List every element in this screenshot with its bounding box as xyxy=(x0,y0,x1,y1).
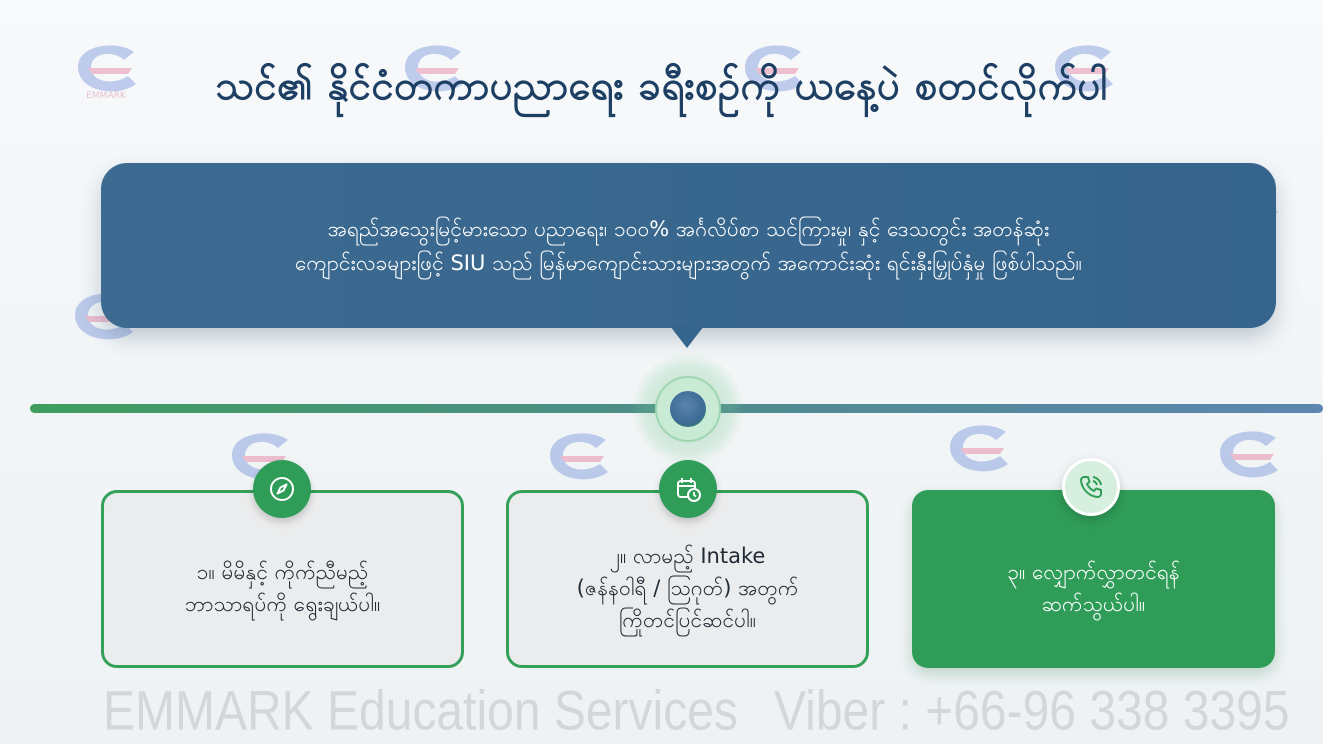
phone-icon xyxy=(1062,458,1120,516)
step-2-line-3: ကြိုတင်ပြင်ဆင်ပါ။ xyxy=(618,608,757,632)
emmark-watermark-logo xyxy=(1200,418,1296,488)
watermark-company-name: EMMARK Education Services xyxy=(103,681,738,743)
step-3-line-1: ၃။ လျှောက်လွှာတင်ရန် xyxy=(1007,560,1180,584)
calendar-clock-icon xyxy=(659,460,717,518)
emmark-watermark-logo xyxy=(530,420,626,490)
step-2-line-2: (ဇန်နဝါရီ / ဩဂုတ်) အတွက် xyxy=(576,576,799,600)
banner-line-1: အရည်အသွေးမြင့်မားသော ပညာရေး၊ ၁၀၀% အင်္ဂလ… xyxy=(327,216,1050,241)
emmark-watermark-logo xyxy=(930,412,1026,482)
banner-line-2: ကျောင်းလခများဖြင့် SIU သည် မြန်မာကျောင်း… xyxy=(294,250,1083,275)
emmark-watermark-logo: EMMARK xyxy=(58,32,154,102)
emmark-watermark-logo xyxy=(385,32,481,102)
step-1-line-2: ဘာသာရပ်ကို ရွေးချယ်ပါ။ xyxy=(184,592,381,616)
step-card-3: ၃။ လျှောက်လွှာတင်ရန် ဆက်သွယ်ပါ။ xyxy=(912,490,1275,668)
step-card-2: ၂။ လာမည့် Intake (ဇန်နဝါရီ / ဩဂုတ်) အတွက… xyxy=(506,490,869,668)
banner-pointer xyxy=(670,326,704,348)
step-3-line-2: ဆက်သွယ်ပါ။ xyxy=(1041,592,1146,616)
intro-banner: အရည်အသွေးမြင့်မားသော ပညာရေး၊ ၁၀၀% အင်္ဂလ… xyxy=(101,163,1276,328)
emmark-watermark-logo xyxy=(1035,32,1131,102)
compass-icon xyxy=(253,460,311,518)
emmark-watermark-logo xyxy=(725,32,821,102)
step-card-1: ၁။ မိမိနှင့် ကိုက်ညီမည့် ဘာသာရပ်ကို ရွေး… xyxy=(101,490,464,668)
watermark-viber-contact: Viber : +66-96 338 3395 xyxy=(774,681,1290,743)
svg-text:EMMARK: EMMARK xyxy=(86,91,127,101)
page-title: သင်၏ နိုင်ငံတကာပညာရေး ခရီးစဉ်ကို ယနေ့ပဲ … xyxy=(215,63,1108,109)
timeline-node xyxy=(670,391,706,427)
step-1-line-1: ၁။ မိမိနှင့် ကိုက်ညီမည့် xyxy=(196,560,369,584)
step-2-line-1: ၂။ လာမည့် Intake xyxy=(609,544,766,568)
